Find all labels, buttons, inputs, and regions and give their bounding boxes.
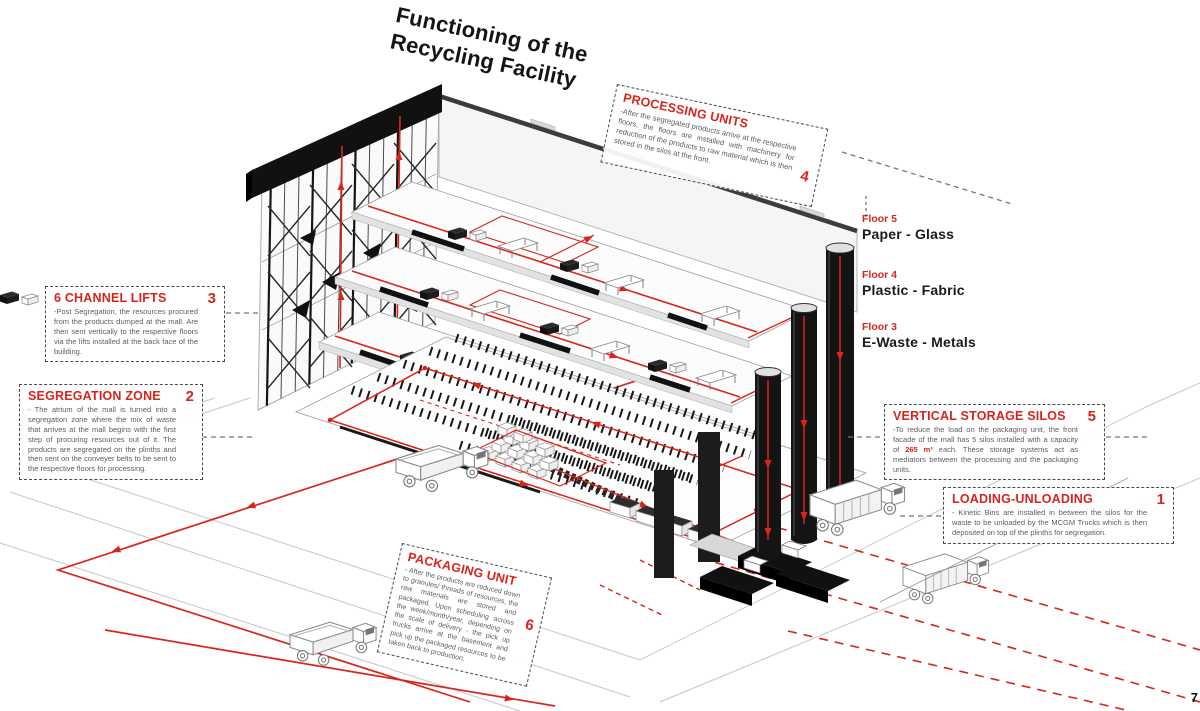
packaged-goods-stack [470,422,608,487]
silo-capacity-value: 265 m³ [905,444,933,454]
annotation-title: VERTICAL STORAGE SILOS [893,409,1066,423]
step-number: 3 [207,290,216,307]
page-number: 7 [1190,690,1198,705]
vertical-storage-silos-drawing [654,242,855,606]
annotation-vertical-storage-silos: VERTICAL STORAGE SILOS -To reduce the lo… [884,404,1105,481]
annotation-loading-unloading: LOADING-UNLOADING - Kinetic Bins are ins… [943,487,1174,544]
floor-5-label: Floor 5 Paper - Glass [862,213,955,242]
red-flow-routes-ground [55,372,1200,711]
step-number: 1 [1156,491,1165,508]
annotation-body: -To reduce the load on the packaging uni… [893,425,1078,474]
annotation-body: - Kinetic Bins are installed in between … [952,508,1147,537]
annotation-segregation-zone: SEGREGATION ZONE - The atrium of the mal… [19,384,203,481]
annotation-title: 6 CHANNEL LIFTS [54,291,167,305]
building [0,84,868,549]
floor-4-label: Floor 4 Plastic - Fabric [862,269,965,298]
annotation-channel-lifts: 6 CHANNEL LIFTS -Post Segregation, the r… [45,286,225,363]
step-number: 4 [798,167,811,186]
step-number: 2 [185,388,194,405]
pickup-truck-basement [395,444,489,492]
annotation-title: LOADING-UNLOADING [952,492,1093,506]
mcgm-truck-2 [902,553,989,605]
step-number: 6 [523,616,536,635]
annotation-body: -Post Segregation, the resources procure… [54,307,198,356]
step-number: 5 [1087,408,1096,425]
roof-cap [252,84,442,198]
floor-3-label: Floor 3 E-Waste - Metals [862,321,976,350]
kinetic-bins [743,540,807,574]
floor-5-plate [0,181,811,349]
annotation-title: SEGREGATION ZONE [28,389,161,403]
annotation-body: - The atrium of the mall is turned into … [28,405,176,474]
